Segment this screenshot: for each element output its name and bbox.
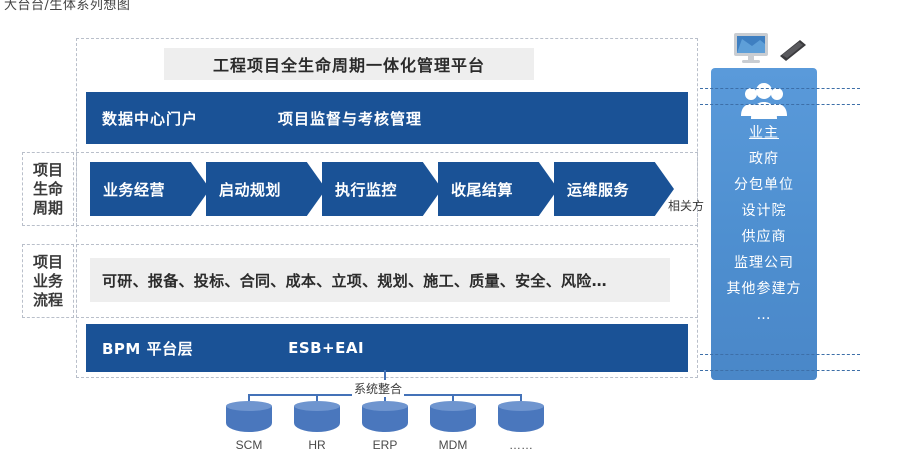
stakeholder-item-supervision-company[interactable]: 监理公司 [734, 255, 794, 271]
database-cylinder-icon [430, 401, 476, 432]
stakeholder-dash-line [700, 104, 860, 105]
database-label: HR [308, 438, 326, 452]
smartphone-icon [780, 40, 806, 61]
database-cylinder-icon [362, 401, 408, 432]
stakeholder-dash-line [700, 88, 860, 89]
lifecycle-stage-label: 运维服务 [567, 180, 630, 199]
lifecycle-stage-label: 业务经营 [103, 180, 166, 199]
lifecycle-side-label-line-3: 周期 [32, 198, 63, 217]
database-label: SCM [235, 438, 263, 452]
database-more[interactable]: …… [498, 401, 544, 452]
page-title-text: 工程项目全生命周期一体化管理平台 [212, 56, 485, 75]
lifecycle-side-label-line-2: 生命 [32, 179, 63, 198]
business-process-items-box: 可研、报备、投标、合同、成本、立项、规划、施工、质量、安全、风险… [90, 258, 670, 302]
database-erp[interactable]: ERP [362, 401, 408, 452]
business-process-items-text: 可研、报备、投标、合同、成本、立项、规划、施工、质量、安全、风险… [102, 271, 607, 290]
stakeholder-item-subcontractor[interactable]: 分包单位 [734, 177, 794, 193]
stakeholder-dash-line [700, 370, 860, 371]
page-caption: 大台台/生体系列想图 [4, 0, 131, 13]
lifecycle-band [76, 152, 698, 226]
business-process-side-label: 项目 业务 流程 [22, 244, 74, 318]
stakeholder-list: 业主 政府 分包单位 设计院 供应商 监理公司 其他参建方 … [727, 120, 802, 328]
lifecycle-side-label: 项目 生命 周期 [22, 152, 74, 226]
stakeholder-item-more: … [756, 307, 772, 323]
business-process-band [76, 244, 698, 318]
database-label: ERP [372, 438, 398, 452]
lifecycle-stage-startup-planning[interactable]: 启动规划 [206, 162, 326, 216]
stakeholder-dash-line [700, 354, 860, 355]
database-cylinder-icon [498, 401, 544, 432]
stakeholder-item-design-institute[interactable]: 设计院 [741, 203, 787, 219]
business-process-side-label-line-1: 项目 [32, 252, 63, 271]
bpm-left-label: BPM 平台层 [102, 339, 194, 358]
business-process-side-label-line-3: 流程 [32, 290, 63, 309]
database-cylinder-icon [226, 401, 272, 432]
database-hr[interactable]: HR [294, 401, 340, 452]
database-cylinder-icon [294, 401, 340, 432]
lifecycle-side-label-line-1: 项目 [32, 160, 63, 179]
lifecycle-stage-row: 业务经营 启动规划 执行监控 收尾结算 运维服务 [90, 162, 674, 216]
system-integration-label: 系统整合 [352, 380, 405, 397]
people-group-icon [738, 82, 790, 124]
portal-right-label: 项目监督与考核管理 [278, 109, 423, 128]
lifecycle-stage-business-operations[interactable]: 业务经营 [90, 162, 210, 216]
lifecycle-stage-closeout-settlement[interactable]: 收尾结算 [438, 162, 558, 216]
stakeholder-item-government[interactable]: 政府 [749, 151, 779, 167]
stakeholder-panel: 业主 政府 分包单位 设计院 供应商 监理公司 其他参建方 … [711, 68, 817, 380]
stakeholder-connector-label: 相关方 [668, 199, 705, 213]
stakeholder-item-owner[interactable]: 业主 [749, 125, 779, 141]
device-icons-svg [734, 33, 806, 63]
stakeholder-item-other-participants[interactable]: 其他参建方 [726, 281, 802, 297]
lifecycle-stage-execution-monitoring[interactable]: 执行监控 [322, 162, 442, 216]
lifecycle-stage-operations-service[interactable]: 运维服务 [554, 162, 674, 216]
page-title: 工程项目全生命周期一体化管理平台 [164, 48, 534, 80]
portal-band: 数据中心门户 项目监督与考核管理 [86, 92, 688, 144]
database-label: MDM [438, 438, 468, 452]
portal-left-label: 数据中心门户 [102, 109, 199, 128]
business-process-side-label-line-2: 业务 [32, 271, 63, 290]
stakeholder-item-supplier[interactable]: 供应商 [741, 229, 787, 245]
lifecycle-stage-label: 执行监控 [335, 180, 398, 199]
database-scm[interactable]: SCM [226, 401, 272, 452]
database-label: …… [509, 438, 533, 452]
database-mdm[interactable]: MDM [430, 401, 476, 452]
lifecycle-stage-label: 启动规划 [219, 180, 282, 199]
people-group-svg [741, 83, 787, 119]
bpm-right-label: ESB+EAI [288, 339, 365, 357]
monitor-icon [734, 33, 768, 63]
lifecycle-stage-label: 收尾结算 [451, 180, 514, 199]
bpm-platform-band: BPM 平台层 ESB+EAI [86, 324, 688, 372]
device-icons [730, 30, 808, 66]
